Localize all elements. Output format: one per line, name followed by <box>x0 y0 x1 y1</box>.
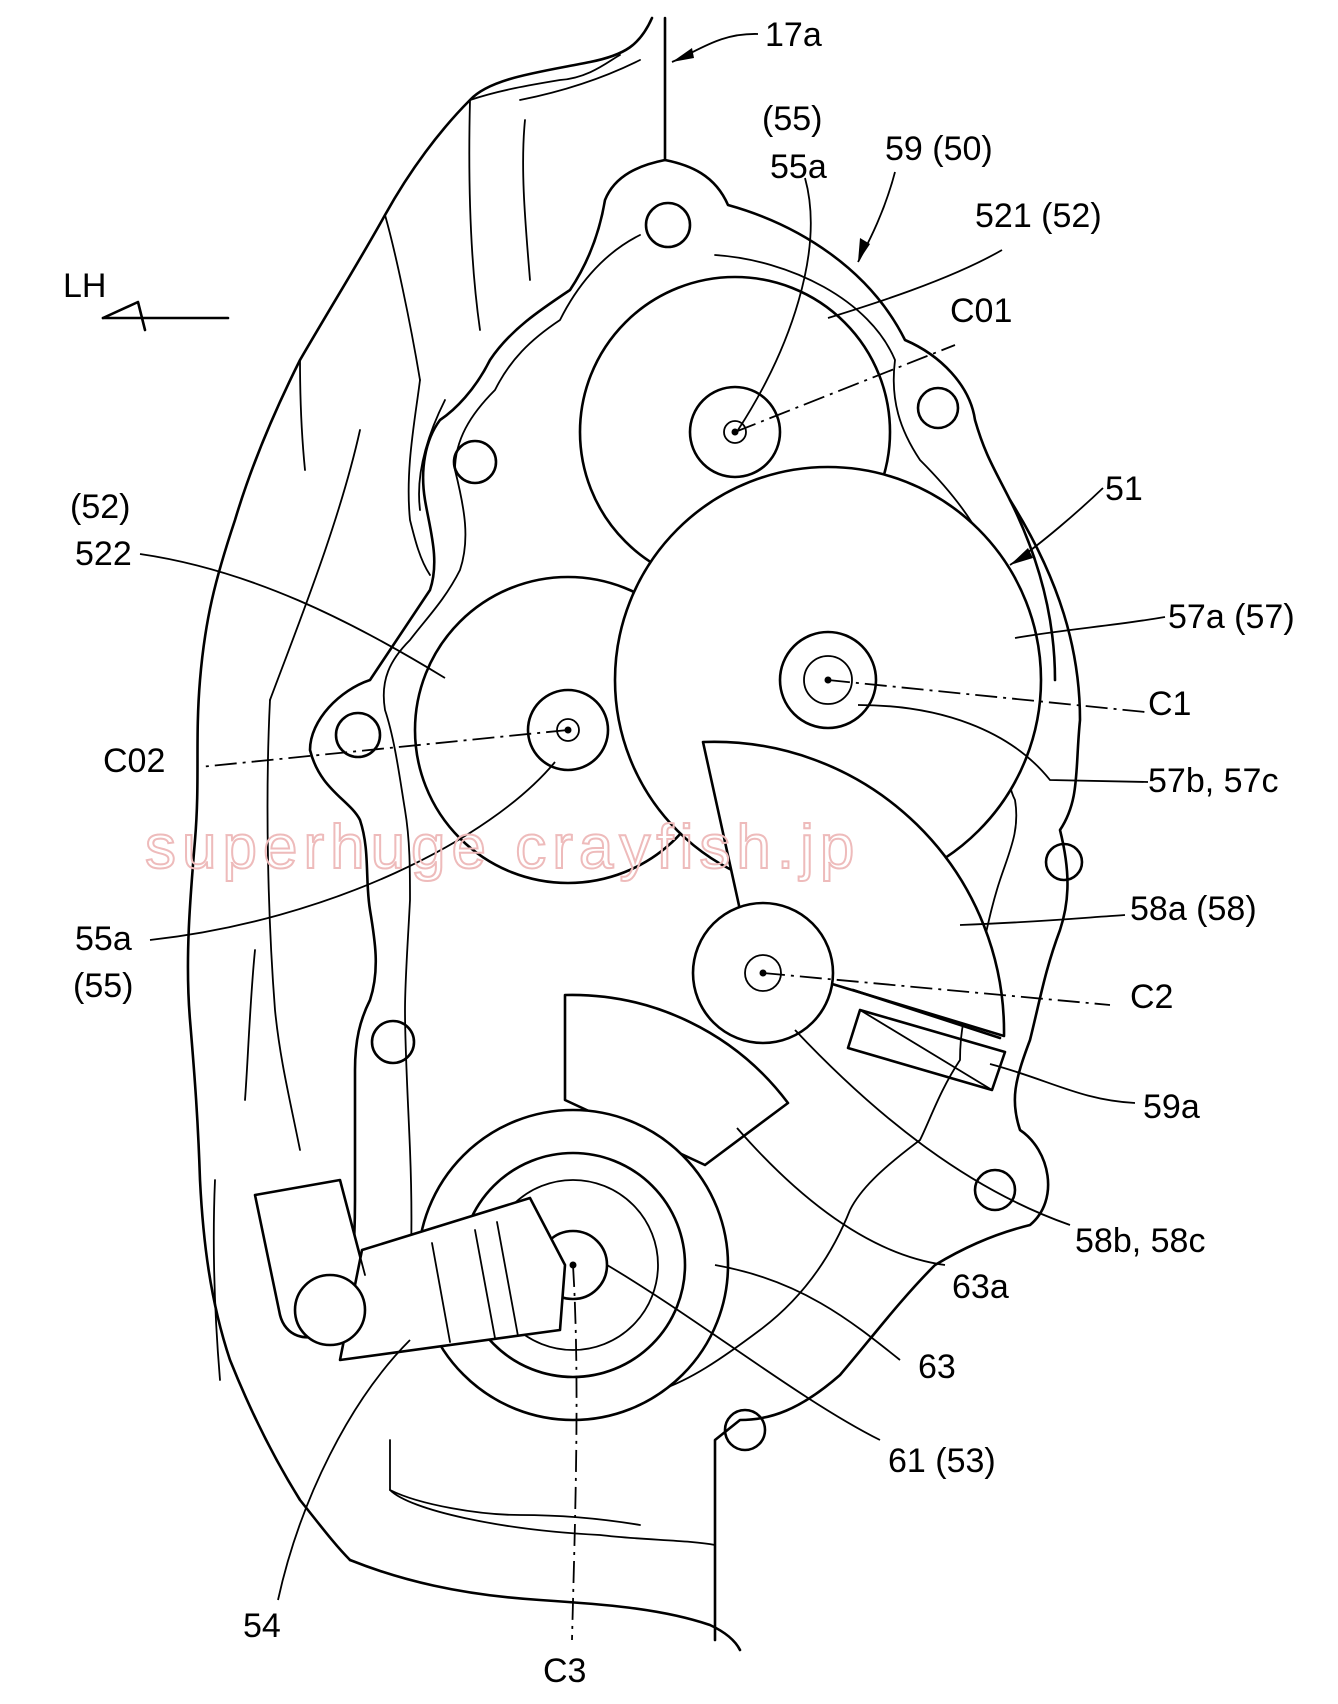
label-52: (52) <box>70 488 130 526</box>
label-57a-57: 57a (57) <box>1168 598 1295 636</box>
bolt-hole <box>452 439 498 485</box>
bolt-holes <box>334 201 1084 1452</box>
label-63: 63 <box>918 1348 956 1386</box>
reference-labels: 17a (55) 55a 59 (50) 521 (52) C01 LH 51 … <box>63 16 1295 1690</box>
label-63a: 63a <box>952 1268 1009 1306</box>
bolt-hole <box>723 1408 767 1452</box>
bolt-hole <box>1044 842 1084 882</box>
label-51: 51 <box>1105 470 1143 508</box>
label-55-bottom: (55) <box>73 967 133 1005</box>
lever-54 <box>253 1178 567 1362</box>
label-c3: C3 <box>543 1652 586 1690</box>
label-17a: 17a <box>765 16 822 54</box>
label-c01: C01 <box>950 292 1012 330</box>
bolt-hole <box>973 1168 1017 1212</box>
bolt-hole <box>916 386 960 430</box>
bolt-hole <box>334 711 382 759</box>
label-58a-58: 58a (58) <box>1130 890 1257 928</box>
label-55a-bottom: 55a <box>75 920 132 958</box>
leader-lines <box>139 33 1166 1601</box>
label-521-52: 521 (52) <box>975 197 1102 235</box>
cover-plate-59 <box>308 158 1082 1642</box>
label-55-top: (55) <box>762 100 822 138</box>
label-58b-58c: 58b, 58c <box>1075 1222 1205 1260</box>
housing-outline <box>186 16 742 1652</box>
label-59-50: 59 (50) <box>885 130 993 168</box>
label-c2: C2 <box>1130 978 1173 1016</box>
watermark: superhuge crayfish.jp <box>145 813 860 882</box>
axis-lines <box>199 344 1146 1641</box>
label-55a-top: 55a <box>770 148 827 186</box>
bolt-hole <box>644 201 692 249</box>
direction-indicator <box>101 300 230 332</box>
label-c02: C02 <box>103 742 165 780</box>
label-54: 54 <box>243 1607 281 1645</box>
bolt-hole <box>370 1019 416 1065</box>
label-522: 522 <box>75 535 132 573</box>
label-59a: 59a <box>1143 1088 1200 1126</box>
label-57b-57c: 57b, 57c <box>1148 762 1278 800</box>
label-61-53: 61 (53) <box>888 1442 996 1480</box>
stopper-59a <box>846 1008 1007 1092</box>
label-lh: LH <box>63 267 106 305</box>
label-c1: C1 <box>1148 685 1191 723</box>
